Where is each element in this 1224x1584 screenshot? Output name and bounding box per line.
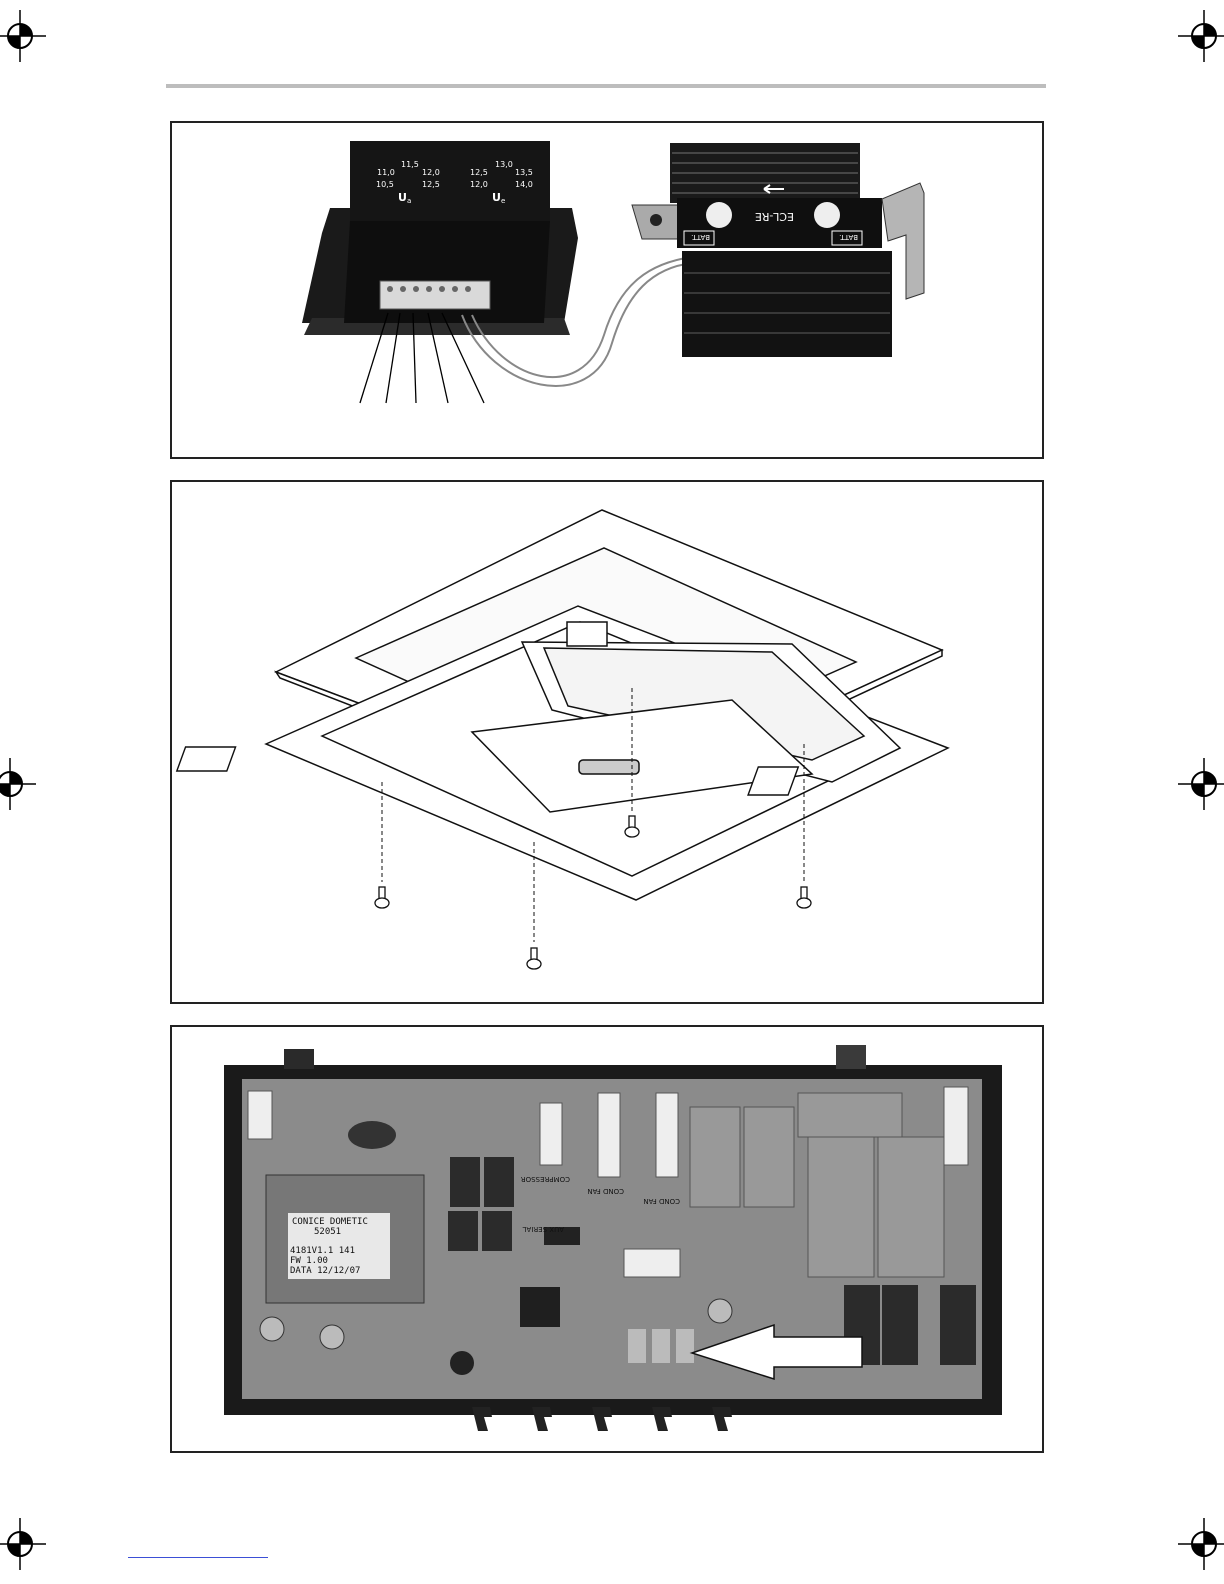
figure-ceiling-frame <box>170 480 1044 1004</box>
crop-mark-mid-left <box>0 754 40 814</box>
ua-top: 11,5 <box>401 160 419 169</box>
ua-bl: 10,5 <box>376 180 394 189</box>
transformer-line-5: DATA 12/12/07 <box>290 1266 360 1276</box>
control-board-photo: CONICE DOMETIC 52051 4181V1.1 141 FW 1.0… <box>172 1027 1042 1451</box>
header-rule <box>166 84 1046 88</box>
ue-sub: e <box>501 197 505 205</box>
ue-ml: 12,5 <box>470 168 488 177</box>
label-aux-serial: AUX SERIAL <box>522 1225 564 1233</box>
figure-voltage-monitor: 11,5 11,0 12,0 10,5 12,5 U a 13,0 12,5 1… <box>170 121 1044 459</box>
crop-mark-mid-right <box>1174 754 1224 814</box>
ua-mr: 12,0 <box>422 168 440 177</box>
transformer-line-2: 52051 <box>314 1227 341 1237</box>
figure-control-board: CONICE DOMETIC 52051 4181V1.1 141 FW 1.0… <box>170 1025 1044 1453</box>
crop-mark-bottom-right <box>1174 1514 1224 1574</box>
ue-top: 13,0 <box>495 160 513 169</box>
ua-br: 12,5 <box>422 180 440 189</box>
voltage-monitor-illustration: 11,5 11,0 12,0 10,5 12,5 U a 13,0 12,5 1… <box>172 123 1042 457</box>
ua-label: U <box>398 191 407 204</box>
crop-mark-top-right <box>1174 6 1224 66</box>
crop-mark-bottom-left <box>0 1514 50 1574</box>
ue-br: 14,0 <box>515 180 533 189</box>
label-cond-fan-2: COND FAN <box>643 1197 680 1205</box>
transformer-line-1: CONICE DOMETIC <box>292 1217 368 1227</box>
batt-right-label: BATT. <box>839 233 858 241</box>
module-label: ECL-RE <box>755 210 794 223</box>
ceiling-frame-illustration <box>172 482 1042 1002</box>
ua-ml: 11,0 <box>377 168 395 177</box>
label-compressor: COMPRESSOR <box>521 1175 570 1183</box>
batt-left-label: BATT. <box>691 233 710 241</box>
transformer-line-3: 4181V1.1 141 <box>290 1246 355 1256</box>
label-cond-fan-1: COND FAN <box>587 1187 624 1195</box>
ue-mr: 13,5 <box>515 168 533 177</box>
footer-rule <box>128 1557 268 1558</box>
ue-bl: 12,0 <box>470 180 488 189</box>
crop-mark-top-left <box>0 6 50 66</box>
ua-sub: a <box>407 197 411 205</box>
transformer-line-4: FW 1.00 <box>290 1256 328 1266</box>
ue-label: U <box>492 191 501 204</box>
